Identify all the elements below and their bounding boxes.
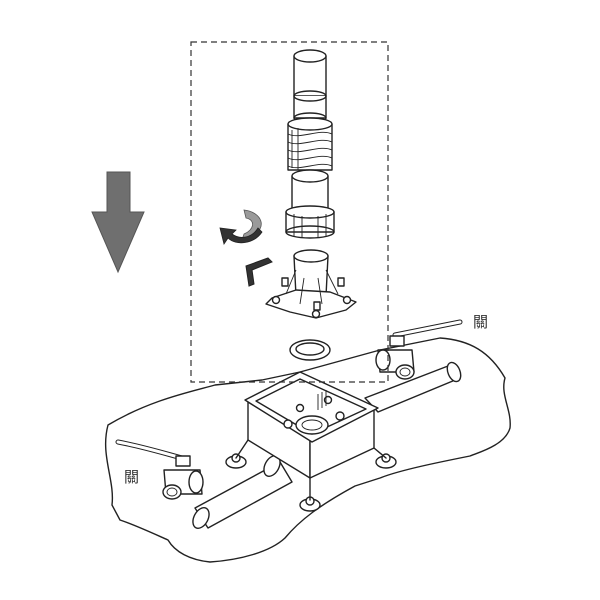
rotate-counterclockwise-icon [219, 209, 263, 245]
riser-pipe [285, 49, 335, 239]
pipe-left [192, 455, 293, 529]
flange-base [265, 249, 357, 319]
o-ring [289, 339, 331, 361]
valve-closed-label-left: 關 [124, 468, 140, 486]
junction-box [225, 371, 397, 512]
hex-key-icon [245, 257, 273, 287]
mount-bolt-right [375, 453, 397, 469]
ball-valve-left [115, 439, 204, 500]
valve-closed-label-right: 關 [473, 313, 489, 331]
ball-valve-right [375, 319, 463, 380]
exploded-view-frame [190, 41, 389, 383]
down-arrow-icon [91, 171, 145, 274]
